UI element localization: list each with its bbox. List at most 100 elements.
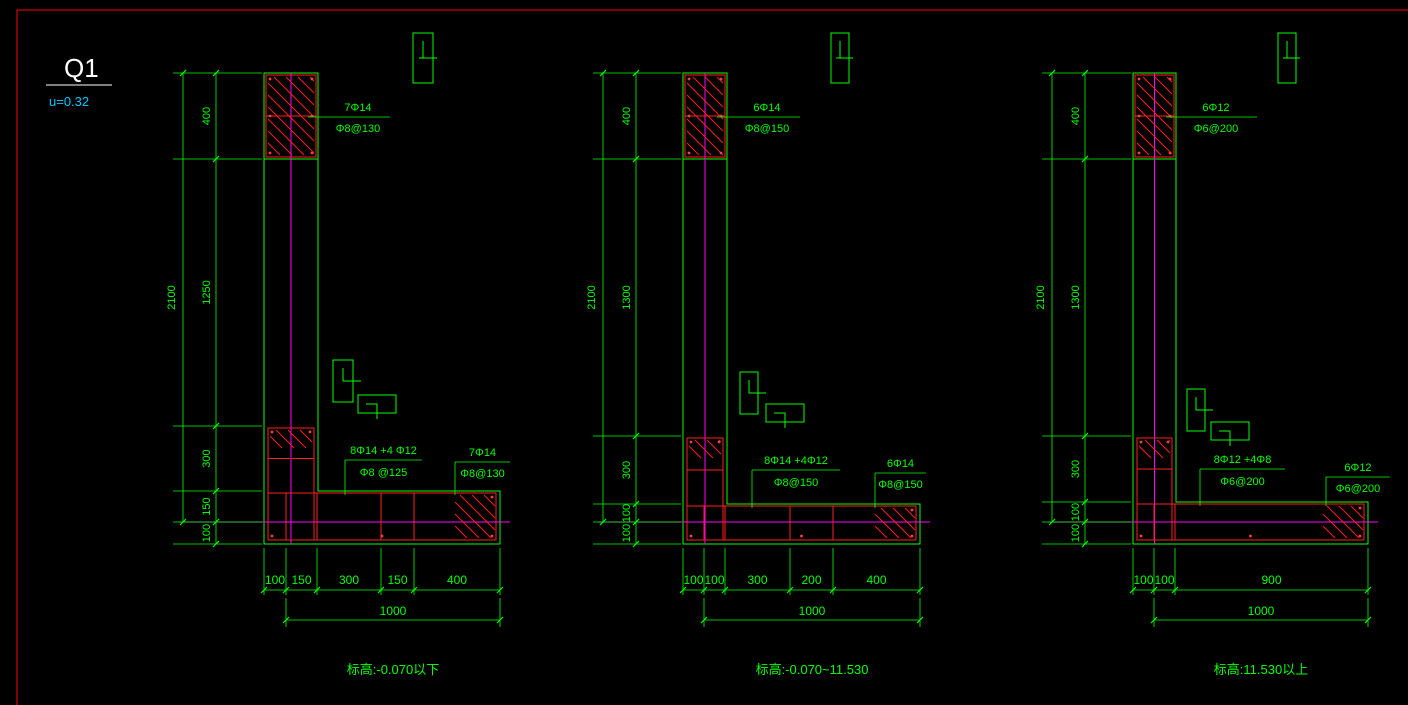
tie-hook xyxy=(1195,397,1213,411)
mid-note-main: 8Φ14 +4 Φ12 xyxy=(350,445,417,457)
total-dim-text: 1000 xyxy=(380,604,407,618)
dim-flange-text: 300 xyxy=(621,461,633,479)
hatch-line xyxy=(1338,505,1364,531)
hatch-line xyxy=(1154,76,1173,95)
rebar-dot xyxy=(687,151,691,155)
top-note-main: 6Φ12 xyxy=(1202,102,1229,114)
top-note-main: 7Φ14 xyxy=(344,102,371,114)
hatch-line xyxy=(706,439,722,455)
dim-mid-text: 1300 xyxy=(1070,285,1082,309)
dim-mid-text: 1300 xyxy=(621,285,633,309)
dim-tick xyxy=(1081,518,1089,526)
hatch-line xyxy=(454,525,468,539)
hdim-text: 200 xyxy=(801,573,821,587)
rebar-dot xyxy=(1137,77,1141,81)
rebar-dot xyxy=(687,114,691,118)
top-note-stirrup: Φ6@200 xyxy=(1194,123,1238,135)
hatch-line xyxy=(874,525,888,539)
tie-details xyxy=(739,32,853,428)
dim-top-text: 400 xyxy=(621,107,633,125)
elevation-label: 标高:-0.070~11.530 xyxy=(756,662,869,677)
dim-bottom-text: 100 xyxy=(621,524,633,542)
hdim-text: 100 xyxy=(704,573,724,587)
dim-tick xyxy=(700,586,708,594)
elevation-label: 标高:-0.070以下 xyxy=(347,662,439,677)
rebar-dot xyxy=(270,430,274,434)
hatch-line xyxy=(1136,118,1173,155)
dim-top-text: 400 xyxy=(1070,107,1082,125)
hatch-line xyxy=(692,76,724,108)
hatch-line xyxy=(267,118,305,156)
end-note-stirrup: Φ6@200 xyxy=(1336,483,1380,495)
end-note-main: 7Φ14 xyxy=(469,447,496,459)
mid-note-stirrup: Φ8 @125 xyxy=(360,467,407,479)
wall-outline xyxy=(263,72,501,545)
hatch-line xyxy=(1136,82,1173,119)
mid-note-main: 8Φ14 +4Φ12 xyxy=(764,455,828,467)
rebar-dot xyxy=(268,77,272,81)
rebar-dot xyxy=(1137,114,1141,118)
dim-tick xyxy=(786,586,794,594)
hatch-line xyxy=(297,76,315,94)
hatch-line xyxy=(459,494,496,531)
hdim-text: 300 xyxy=(747,573,767,587)
dim-tick xyxy=(1364,586,1372,594)
hatch-line xyxy=(892,507,916,531)
hatch-line xyxy=(285,76,315,106)
rebar-dot xyxy=(689,440,693,444)
hatch-line xyxy=(1326,505,1360,539)
hatch-line xyxy=(1136,142,1150,156)
hatch-line xyxy=(904,507,916,519)
rebar-dot xyxy=(310,151,314,155)
dim-tick xyxy=(212,518,220,526)
hatch-line xyxy=(454,513,480,539)
tie-hook xyxy=(1219,430,1231,446)
dim-tick xyxy=(282,586,290,594)
total-dim-text: 1000 xyxy=(799,604,826,618)
hatch-line xyxy=(704,76,724,96)
hatch-line xyxy=(454,501,492,539)
dim-tick xyxy=(282,616,290,624)
dim-bottom-text: 100 xyxy=(1070,524,1082,542)
top-boundary-element xyxy=(1134,74,1175,158)
hatch-line xyxy=(1168,439,1171,442)
mid-note-stirrup: Φ8@150 xyxy=(774,477,818,489)
hdim-text: 150 xyxy=(387,573,407,587)
tie-hook xyxy=(342,368,361,382)
hatch-line xyxy=(686,142,700,156)
hdim-text: 100 xyxy=(1133,573,1153,587)
dim-tick xyxy=(632,155,640,163)
rebar-dot xyxy=(1168,77,1172,81)
dim-tick xyxy=(212,69,220,77)
rebar-dot xyxy=(490,534,494,538)
hatch-line xyxy=(716,76,724,84)
dim-tick xyxy=(179,518,187,526)
tie-hook xyxy=(748,380,766,394)
rebar-dot xyxy=(1137,151,1141,155)
hatch-line xyxy=(267,82,315,130)
dim-tick xyxy=(410,586,418,594)
dim-slab-text: 100 xyxy=(1070,503,1082,521)
top-note-stirrup: Φ8@150 xyxy=(745,123,789,135)
hatch-line xyxy=(267,130,293,156)
dim-tick xyxy=(721,586,729,594)
dim-total-text: 2100 xyxy=(166,285,178,309)
hatch-line xyxy=(1322,525,1336,539)
dim-top-text: 400 xyxy=(201,107,213,125)
dim-tick xyxy=(632,540,640,548)
bottom-boundary-element xyxy=(686,437,917,541)
dim-tick xyxy=(829,586,837,594)
mid-note-stirrup: Φ6@200 xyxy=(1220,476,1264,488)
rebar-dot xyxy=(490,495,494,499)
bottom-boundary-element xyxy=(1136,437,1365,541)
rebar-dot xyxy=(910,534,914,538)
rebar-dot xyxy=(1358,506,1362,510)
rebar-dot xyxy=(719,151,723,155)
